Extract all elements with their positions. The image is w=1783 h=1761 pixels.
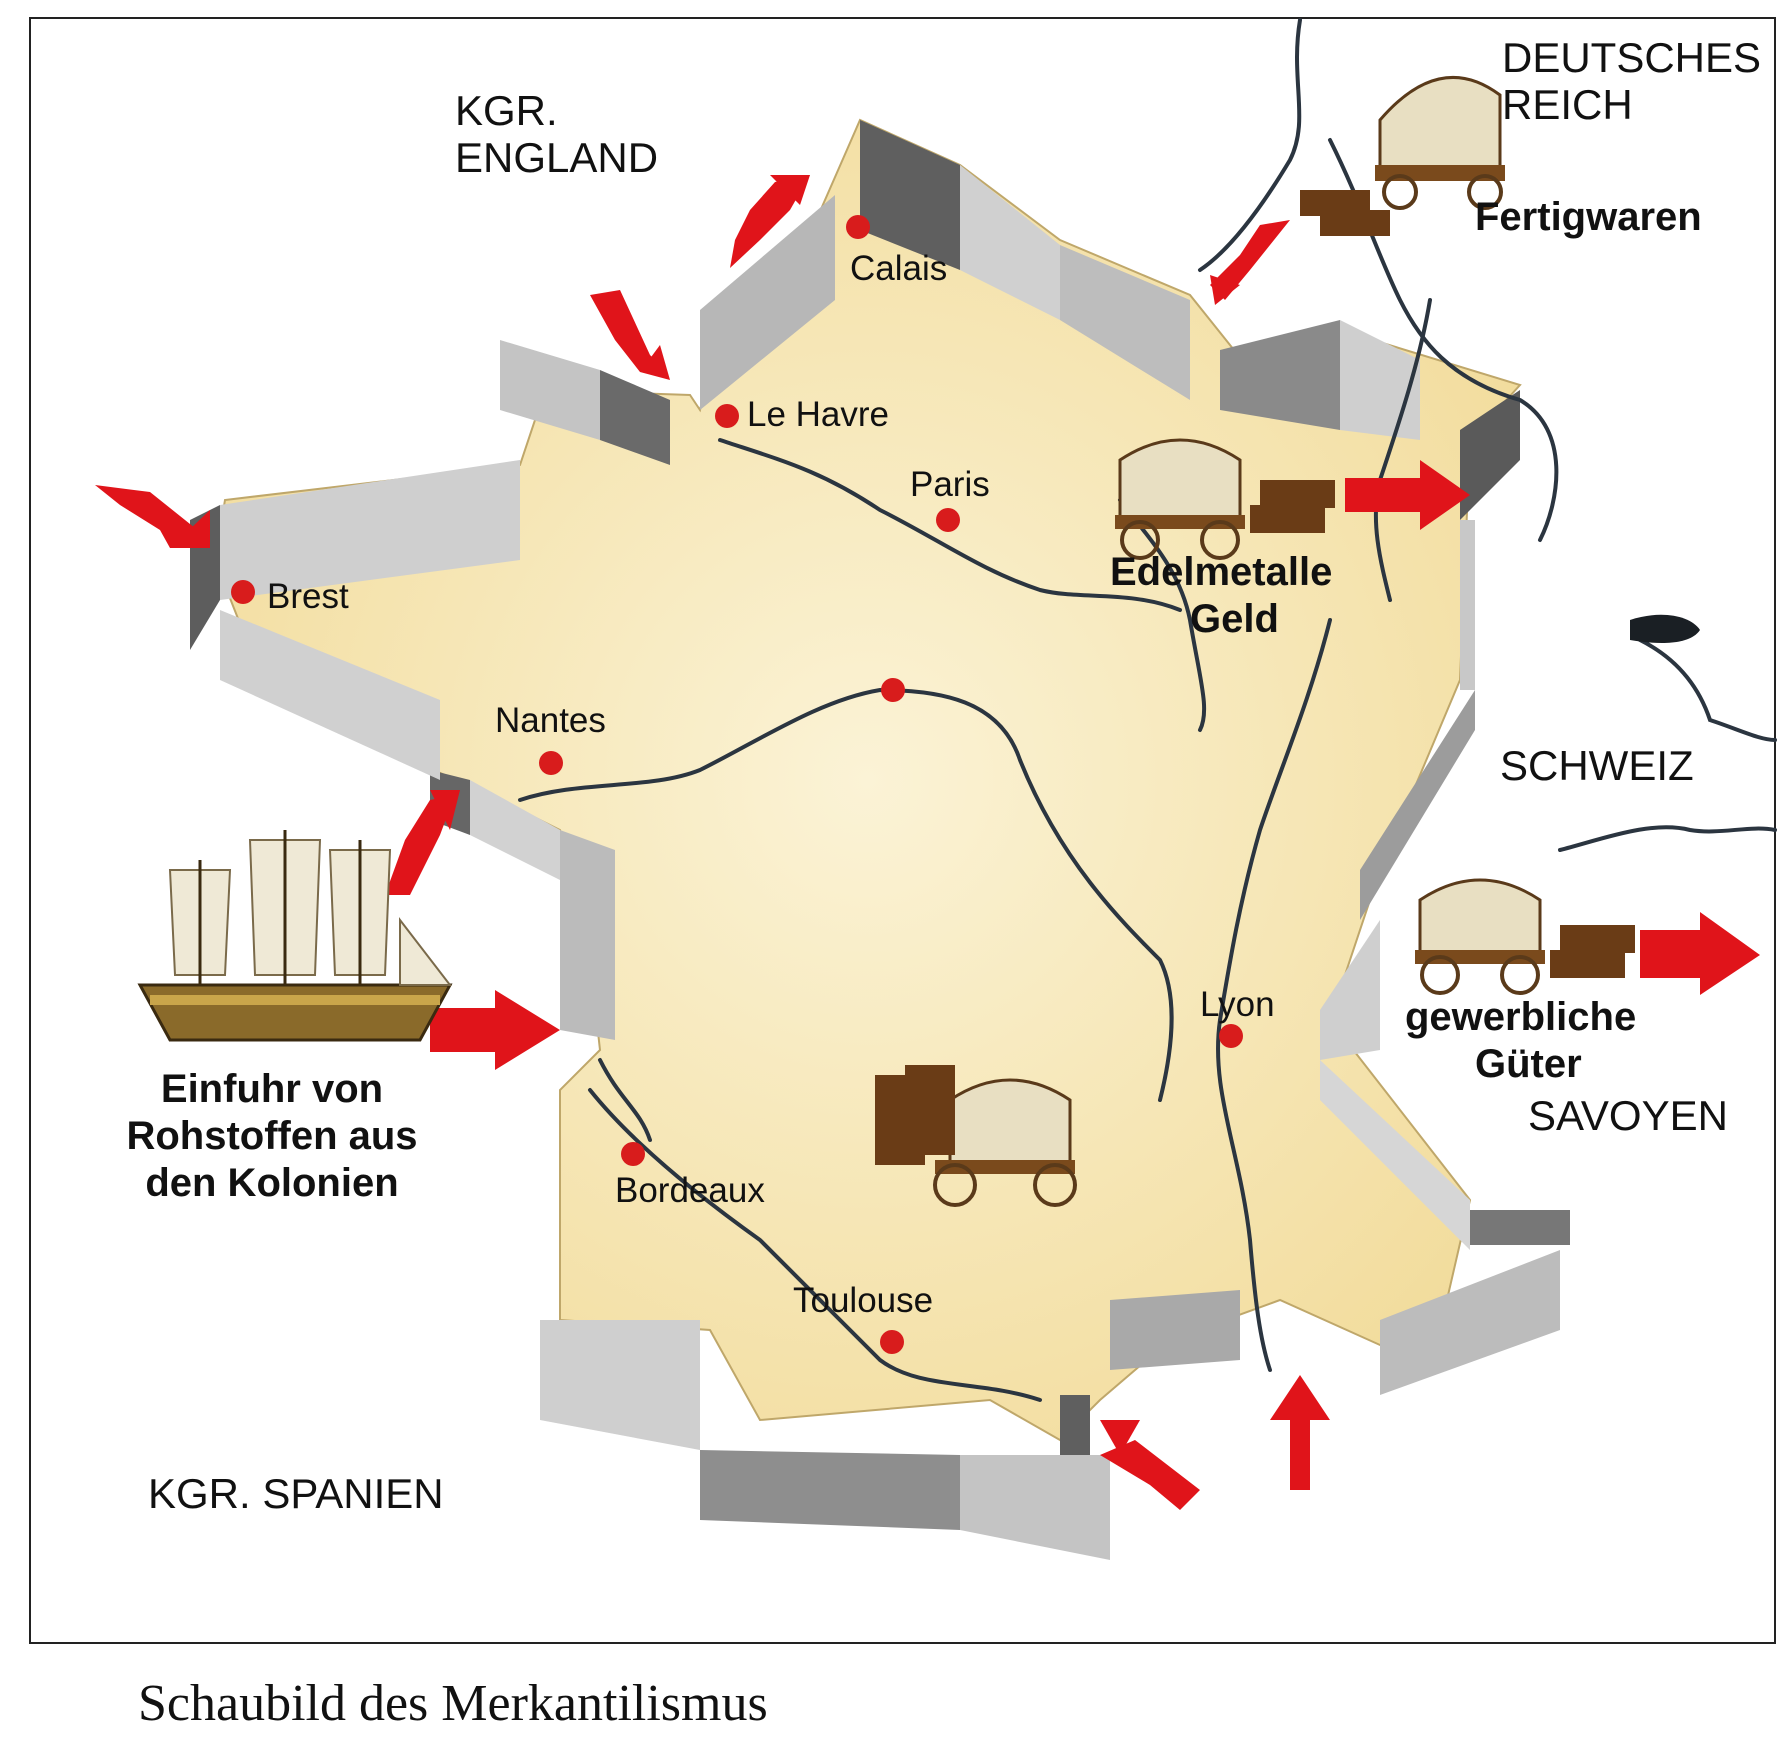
arrow-in-atlantic	[430, 990, 560, 1070]
river-dordogne	[598, 1058, 652, 1142]
arrow-in-nantes	[385, 790, 460, 895]
label-lyon: Lyon	[1200, 985, 1275, 1024]
wagon-gewerbliche-icon	[1415, 878, 1635, 995]
wagon-inland-icon	[875, 1065, 1077, 1207]
arrow-in-mediterranean	[1270, 1375, 1330, 1490]
river-garonne	[588, 1088, 1042, 1402]
label-import-3: den Kolonien	[145, 1161, 398, 1205]
city-dot-paris	[936, 508, 960, 532]
arrow-in-pyrenees	[1100, 1420, 1200, 1510]
wagon-fertigwaren-icon	[1300, 75, 1505, 236]
label-schweiz: SCHWEIZ	[1500, 742, 1694, 789]
label-reich-1: DEUTSCHES	[1502, 34, 1761, 81]
arrow-out-calais	[730, 175, 810, 268]
label-geld: Geld	[1190, 597, 1279, 641]
label-fertigwaren: Fertigwaren	[1475, 195, 1702, 239]
label-spanien: KGR. SPANIEN	[148, 1470, 444, 1517]
label-import-1: Einfuhr von	[161, 1067, 383, 1111]
label-edelmetalle: Edelmetalle	[1110, 550, 1332, 594]
river-swiss	[1558, 638, 1777, 852]
arrow-in-rhine	[1210, 220, 1290, 305]
label-england-1: KGR.	[455, 87, 558, 134]
city-dots	[231, 215, 1243, 1354]
city-dot-lyon	[1219, 1024, 1243, 1048]
city-dot-toulouse	[880, 1330, 904, 1354]
arrow-out-east	[1345, 460, 1470, 530]
label-gueter: Güter	[1475, 1042, 1582, 1086]
arrow-in-brest	[95, 485, 210, 548]
city-dot-bordeaux	[621, 1142, 645, 1166]
label-savoyen: SAVOYEN	[1528, 1092, 1728, 1139]
label-bordeaux: Bordeaux	[615, 1171, 765, 1210]
label-gewerbliche: gewerbliche	[1405, 995, 1636, 1039]
label-import-2: Rohstoffen aus	[126, 1114, 417, 1158]
label-toulouse: Toulouse	[793, 1281, 933, 1320]
label-le-havre: Le Havre	[747, 395, 889, 434]
city-dot-brest	[231, 580, 255, 604]
fortress-walls	[190, 120, 1570, 1560]
arrow-in-normandy	[590, 290, 670, 380]
city-dot-nantes	[539, 751, 563, 775]
trade-arrows	[95, 175, 1760, 1510]
label-brest: Brest	[267, 577, 349, 616]
figure-caption: Schaubild des Merkantilismus	[138, 1675, 768, 1732]
rivers	[518, 18, 1777, 1402]
label-england-2: ENGLAND	[455, 134, 658, 181]
sailing-ship-icon	[137, 830, 453, 1042]
city-dot-orleans	[881, 678, 905, 702]
river-rhone	[1216, 618, 1332, 1372]
arrow-out-savoyen	[1640, 912, 1760, 995]
wagon-edelmetalle-icon	[1115, 438, 1335, 560]
river-seine	[718, 438, 1182, 612]
label-calais: Calais	[850, 249, 947, 288]
city-dot-calais	[846, 215, 870, 239]
river-marne	[1118, 498, 1207, 732]
label-reich-2: REICH	[1502, 81, 1633, 128]
lake-geneva	[1630, 614, 1700, 643]
river-loire	[518, 687, 1174, 1102]
label-paris: Paris	[910, 465, 990, 504]
label-nantes: Nantes	[495, 701, 606, 740]
city-dot-le-havre	[715, 404, 739, 428]
